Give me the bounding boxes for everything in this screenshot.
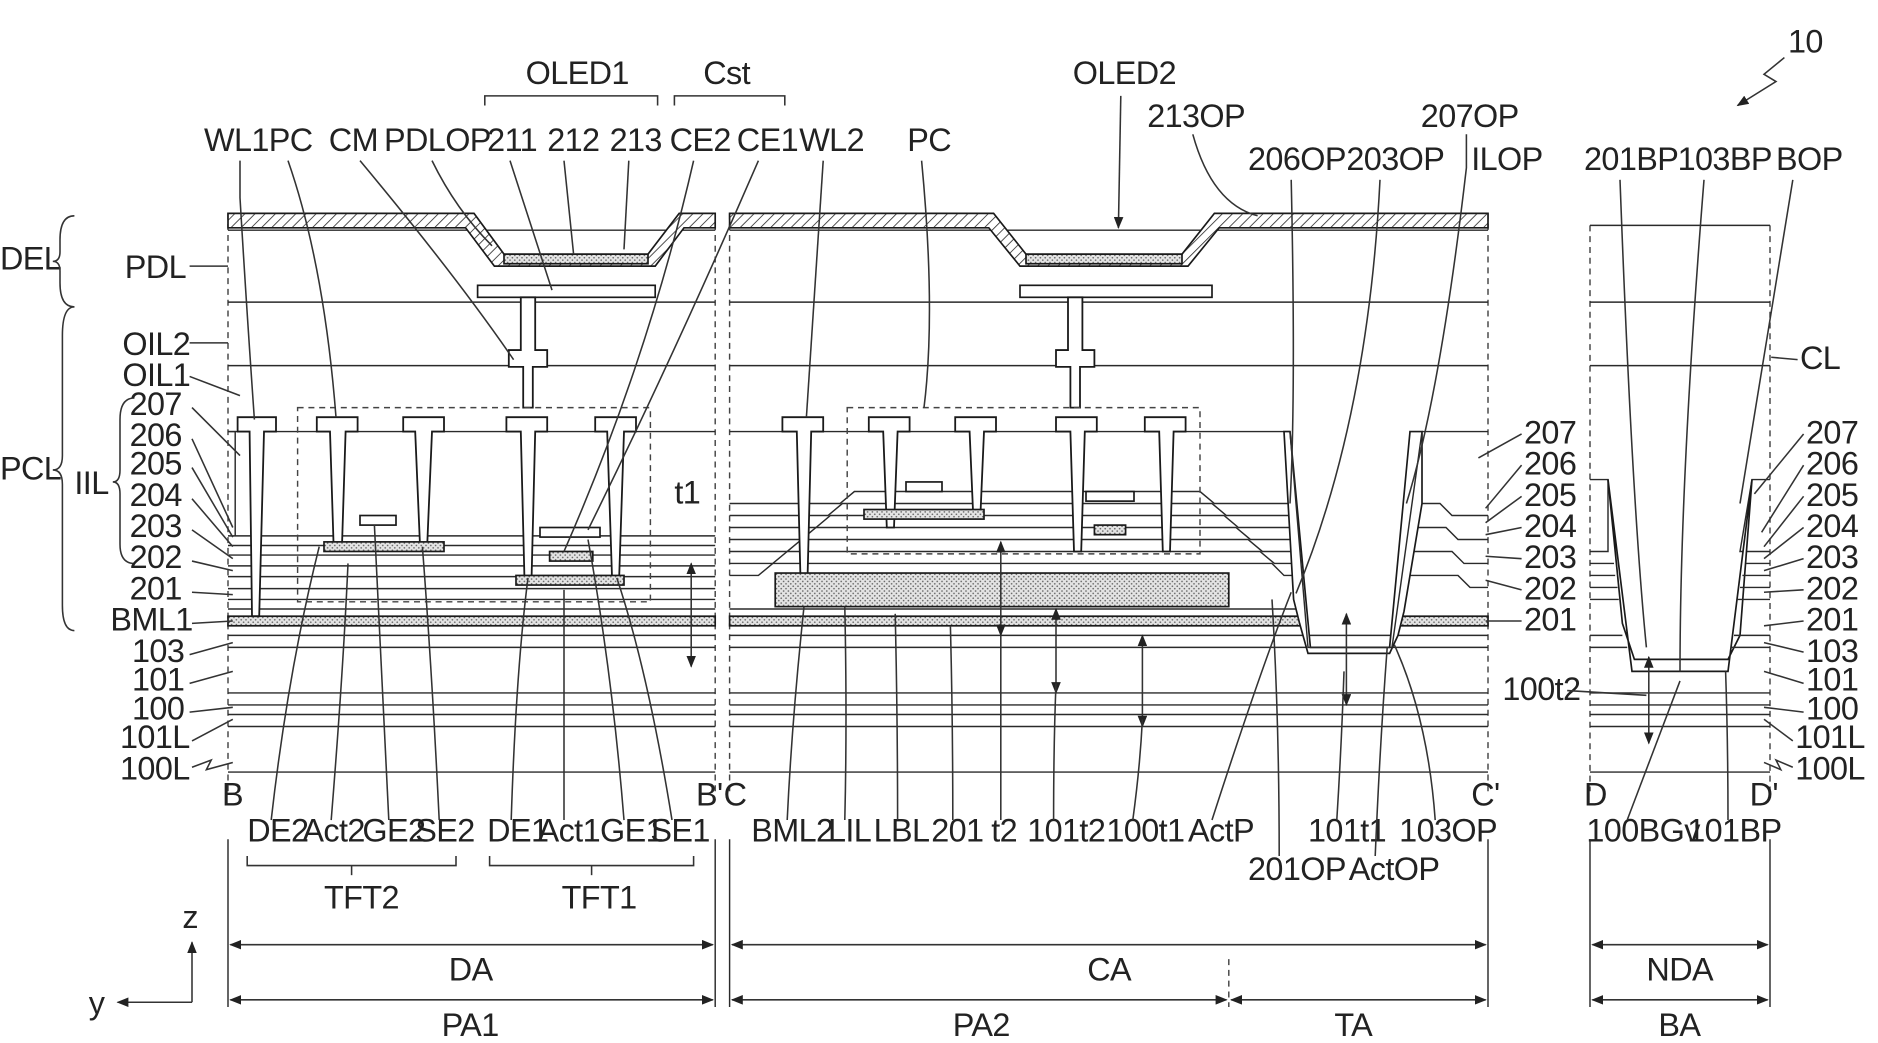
panel-dd: D D' [1584, 225, 1778, 812]
emission-layer-212 [504, 254, 648, 264]
pc-outline-bb [298, 408, 651, 602]
cc-actop: ActOP [1349, 851, 1440, 887]
cc-103op: 103OP [1399, 813, 1497, 849]
cc-t2: t2 [991, 813, 1017, 849]
dd-right-100l: 100L [1795, 750, 1865, 786]
group-tft2: TFT2 [324, 880, 399, 916]
cut-b: B [222, 777, 243, 813]
cc-right-201: 201 [1524, 602, 1576, 638]
label-ce1: CE1 [737, 122, 798, 158]
cc-100t1: 100t1 [1106, 813, 1184, 849]
dd-100t2: 100t2 [1502, 671, 1580, 707]
bml2 [775, 573, 1229, 607]
region-nda: NDA [1646, 952, 1714, 988]
label-213op: 213OP [1147, 98, 1245, 134]
label-ilop: ILOP [1471, 141, 1542, 177]
cut-d-prime: D' [1750, 777, 1778, 813]
figure-ref: 10 [1788, 24, 1823, 60]
cc-lil: LIL [828, 813, 871, 849]
panel-cc: C C' [724, 213, 1500, 812]
label-pcl: PCL [0, 451, 61, 487]
label-201bp: 201BP [1584, 141, 1678, 177]
area-pa1: PA1 [442, 1007, 499, 1043]
area-ba: BA [1658, 1007, 1701, 1043]
ge2 [360, 516, 396, 526]
region-ca: CA [1087, 952, 1132, 988]
label-207op: 207OP [1421, 98, 1519, 134]
area-ta: TA [1334, 1007, 1373, 1043]
act2 [324, 542, 444, 552]
group-tft1: TFT1 [562, 880, 637, 916]
cut-c: C [724, 777, 747, 813]
cc-101t2: 101t2 [1027, 813, 1105, 849]
contact-via-oled2 [1056, 297, 1094, 407]
bb-de2: DE2 [247, 813, 308, 849]
right-labels-cc: 207 206 205 204 203 202 201 [1478, 415, 1576, 638]
label-iil: IIL [74, 465, 108, 501]
cut-d: D [1584, 777, 1607, 813]
dd-cl: CL [1800, 340, 1840, 376]
layer-lines-bb [228, 230, 715, 772]
bb-se2: SE2 [415, 813, 474, 849]
cap-cc [1094, 525, 1125, 535]
ce2 [550, 551, 593, 561]
cc-201: 201 [931, 813, 983, 849]
label-203op: 203OP [1346, 141, 1444, 177]
label-del: DEL [0, 241, 61, 277]
axis-y: y [89, 985, 106, 1021]
label-211: 211 [487, 122, 537, 158]
transmission-opening [1284, 432, 1422, 654]
label-pc-bb: PC [269, 122, 313, 158]
left-100l: 100L [120, 750, 190, 786]
bb-act1: Act1 [538, 813, 600, 849]
cut-b-prime: B' [696, 777, 723, 813]
left-labels: DEL PCL IIL PDL OIL2 OIL1 207 206 205 20… [0, 216, 240, 786]
cut-c-prime: C' [1471, 777, 1499, 813]
gate-cc [906, 482, 942, 492]
label-pdlop: PDLOP [384, 122, 491, 158]
group-oled2: OLED2 [1073, 55, 1176, 91]
dimension-lines: DA CA NDA PA1 PA2 TA BA [228, 839, 1770, 1043]
label-pc-cc: PC [907, 122, 951, 158]
contact-via-oled1 [509, 297, 547, 407]
cc-actp: ActP [1188, 813, 1254, 849]
label-206op: 206OP [1248, 141, 1346, 177]
label-213: 213 [610, 122, 662, 158]
pixel-electrode-oled2 [1020, 285, 1212, 297]
cc-bml2: BML2 [751, 813, 833, 849]
area-pa2: PA2 [953, 1007, 1010, 1043]
label-bop: BOP [1776, 141, 1843, 177]
label-ce2: CE2 [670, 122, 731, 158]
ce1-ge1 [540, 527, 600, 537]
emission-layer-oled2 [1026, 254, 1182, 264]
label-103bp: 103BP [1678, 141, 1772, 177]
act1 [516, 575, 624, 585]
dd-100bgv: 100BGv [1586, 813, 1701, 849]
left-pdl: PDL [125, 249, 186, 285]
cc-101t1: 101t1 [1308, 813, 1386, 849]
axis-z: z [182, 899, 198, 935]
bb-act2: Act2 [302, 813, 364, 849]
dd-101bp: 101BP [1687, 813, 1781, 849]
group-oled1: OLED1 [526, 55, 629, 91]
region-da: DA [449, 952, 494, 988]
pixel-electrode-211 [478, 285, 656, 297]
cc-lbl: LBL [874, 813, 930, 849]
label-t1: t1 [674, 475, 700, 511]
cc-201op: 201OP [1248, 851, 1346, 887]
gate-cc-2 [1086, 492, 1134, 502]
label-wl1: WL1 [204, 122, 269, 158]
axis-indicator: z y [89, 899, 198, 1021]
group-cst: Cst [703, 55, 750, 91]
act-cc [864, 510, 984, 520]
label-212: 212 [547, 122, 599, 158]
label-wl2: WL2 [799, 122, 864, 158]
label-cm: CM [329, 122, 378, 158]
bb-se1: SE1 [650, 813, 709, 849]
